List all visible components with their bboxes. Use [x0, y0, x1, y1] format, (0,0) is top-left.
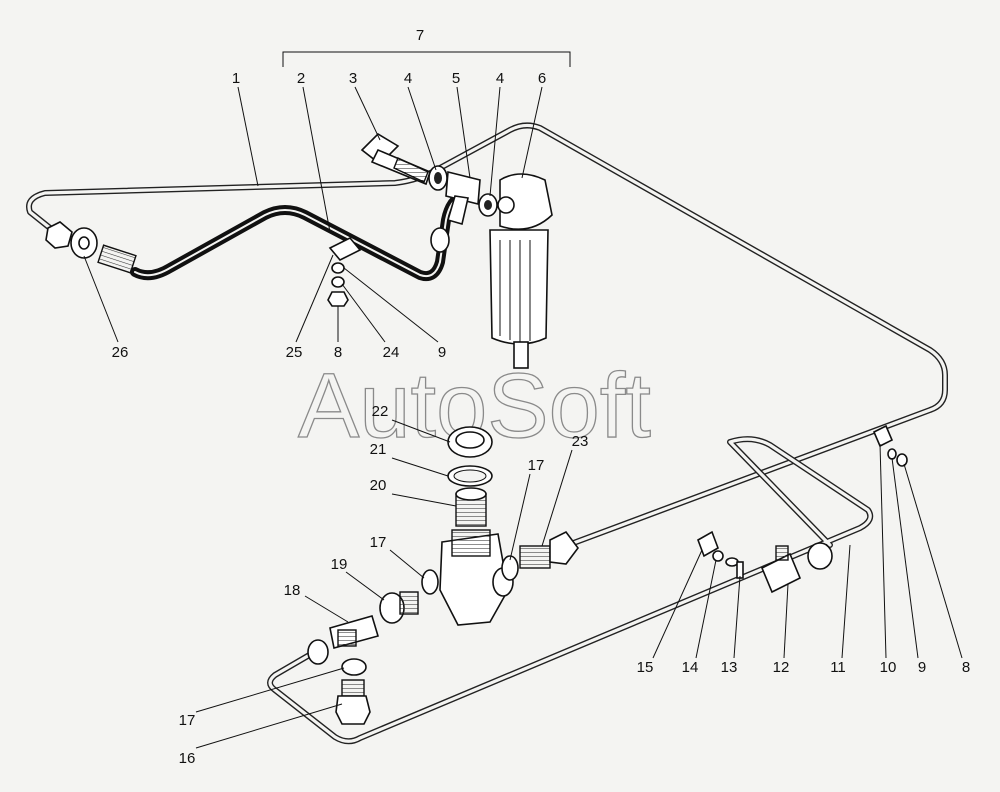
nut-22: [447, 426, 493, 458]
callout-21: 21: [370, 441, 387, 458]
callout-1: 1: [232, 70, 240, 87]
plug-20: [455, 487, 487, 527]
nut-8b: [896, 453, 908, 467]
callout-26: 26: [112, 344, 129, 361]
callout-12: 12: [773, 659, 790, 676]
fitting-26: [45, 221, 137, 274]
washer-4b: [478, 193, 498, 217]
fitting-12: [760, 545, 802, 594]
tee-fitting-18: [329, 615, 380, 649]
tube-1: [26, 122, 948, 551]
callout-4a: 4: [404, 70, 412, 87]
callout-24: 24: [383, 344, 400, 361]
callout-17b: 17: [370, 534, 387, 551]
valve-body: [439, 529, 514, 626]
group-bracket-7: 7: [282, 27, 571, 67]
callout-6: 6: [538, 70, 546, 87]
callout-18: 18: [284, 582, 301, 599]
callout-22: 22: [372, 403, 389, 420]
fitting-19: [379, 591, 419, 624]
fitting-16: [335, 679, 371, 725]
callout-labels: 1 2 3 4 5 4 6 26 25 8 24 9 22 21 20 17 2…: [112, 70, 971, 767]
callout-10: 10: [880, 659, 897, 676]
washer-14: [712, 550, 724, 562]
tee-fitting-5: [430, 170, 481, 253]
clamp-25: [328, 237, 362, 261]
nut-11: [807, 542, 833, 570]
leader-lines: [83, 86, 963, 749]
fitting-23: [519, 530, 579, 569]
washer-24: [331, 276, 345, 288]
washer-9b: [887, 448, 897, 460]
callout-4b: 4: [496, 70, 504, 87]
label-7: 7: [416, 27, 424, 44]
callout-2: 2: [297, 70, 305, 87]
clamp-10: [872, 424, 894, 448]
callout-8a: 8: [334, 344, 342, 361]
nut-8a: [327, 291, 349, 307]
bolt-13: [725, 557, 744, 579]
washer-4a: [428, 165, 448, 191]
tube-11: [267, 436, 874, 745]
callout-9a: 9: [438, 344, 446, 361]
callout-8b: 8: [962, 659, 970, 676]
callout-25: 25: [286, 344, 303, 361]
callout-11: 11: [830, 659, 846, 676]
washer-17a: [501, 555, 519, 581]
callout-13: 13: [721, 659, 738, 676]
callout-14: 14: [682, 659, 699, 676]
callout-5: 5: [452, 70, 460, 87]
callout-23: 23: [572, 433, 589, 450]
hose-2: [130, 191, 467, 282]
callout-9b: 9: [918, 659, 926, 676]
washer-17b: [421, 569, 439, 595]
callout-17a: 17: [528, 457, 545, 474]
callout-20: 20: [370, 477, 387, 494]
callout-3: 3: [349, 70, 357, 87]
callout-16: 16: [179, 750, 196, 767]
callout-19: 19: [331, 556, 348, 573]
washer-17c: [341, 658, 367, 676]
callout-17c: 17: [179, 712, 196, 729]
washer-9a: [331, 262, 345, 274]
fuel-filter-6: [489, 173, 553, 369]
ring-21: [447, 465, 493, 487]
banjo-bolt-3: [360, 132, 431, 186]
callout-15: 15: [637, 659, 654, 676]
nut-18-end: [307, 639, 329, 665]
